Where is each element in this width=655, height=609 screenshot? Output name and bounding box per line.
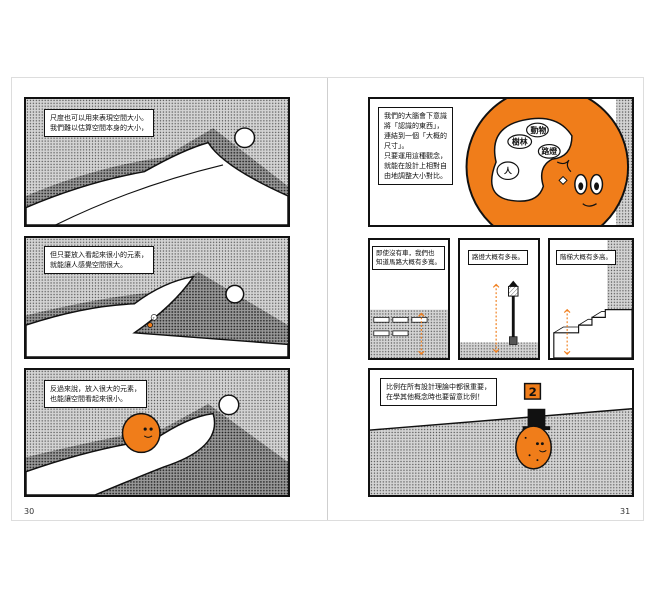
right-panel-3: 路燈大概有多長。 <box>458 238 540 360</box>
sun-icon <box>218 394 240 416</box>
page-gutter <box>327 78 328 520</box>
orange-character-icon <box>515 425 552 470</box>
brain-label-tree: 樹林 <box>512 137 528 147</box>
left-panel-3: 反過來說，放入很大的元素， 也能讓空間看起來很小。 <box>24 368 290 497</box>
big-orange-character-icon <box>121 412 161 454</box>
right-panel-5: 2 比例在所有設計理論中都很重要， 在學其他概念時也要留意比例！ <box>368 368 634 497</box>
tiny-character-mark: ? <box>153 315 155 320</box>
left-panel-3-caption: 反過來說，放入很大的元素， 也能讓空間看起來很小。 <box>44 380 147 408</box>
left-panel-1: 尺度也可以用來表現空間大小。 我們難以估算空間本身的大小， <box>24 97 290 227</box>
right-panel-4-caption: 階梯大概有多高。 <box>556 250 616 265</box>
right-panel-2-caption: 即使沒有車，我們也 知道馬路大概有多寬。 <box>372 246 445 270</box>
brain-label-animal: 動物 <box>531 125 547 135</box>
right-panel-3-caption: 路燈大概有多長。 <box>468 250 528 265</box>
page-number-right: 31 <box>620 507 631 516</box>
page-number-left: 30 <box>24 507 35 516</box>
slope-scene: 2 <box>370 370 632 495</box>
right-panel-1: 動物 樹林 路燈 人 我們的大腦會下意識 將「認識的東西」， 連結到一個「大概的… <box>368 97 634 227</box>
left-panel-1-caption: 尺度也可以用來表現空間大小。 我們難以估算空間本身的大小， <box>44 109 154 137</box>
right-panel-4: 階梯大概有多高。 <box>548 238 634 360</box>
right-panel-2: 即使沒有車，我們也 知道馬路大概有多寬。 <box>368 238 450 360</box>
left-panel-2-caption: 但只要放入看起來很小的元素， 就能讓人感覺空間很大。 <box>44 246 154 274</box>
brain-label-person: 人 <box>504 166 512 176</box>
right-panel-5-caption: 比例在所有設計理論中都很重要， 在學其他概念時也要留意比例！ <box>380 378 497 406</box>
right-panel-1-caption: 我們的大腦會下意識 將「認識的東西」， 連結到一個「大概的 尺寸」。 只要運用這… <box>378 107 453 185</box>
badge-number: 2 <box>529 385 537 399</box>
left-panel-2: ? 但只要放入看起來很小的元素， 就能讓人感覺空間很大。 <box>24 236 290 359</box>
sun-icon <box>234 127 256 149</box>
brain-label-road: 路燈 <box>541 146 557 156</box>
tiny-character-icon <box>147 322 153 328</box>
sun-icon <box>225 284 245 304</box>
badge-box <box>523 382 542 400</box>
hat-icon <box>527 408 546 429</box>
